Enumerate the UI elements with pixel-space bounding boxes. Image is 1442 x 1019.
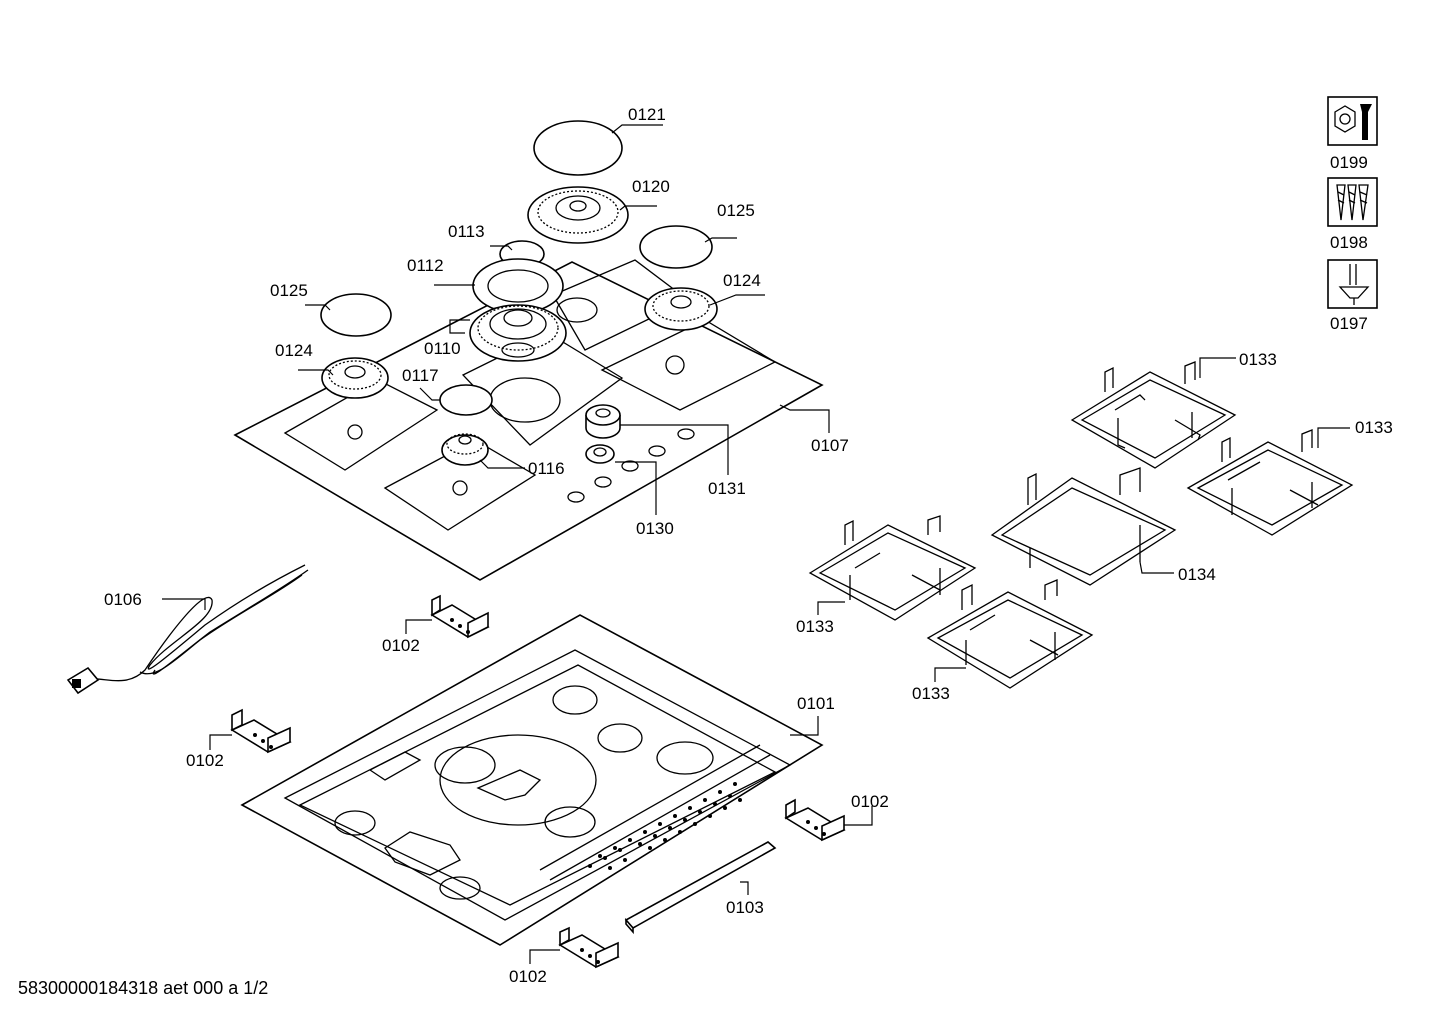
accessory-icon-0199[interactable] <box>1327 96 1378 146</box>
burner-head-0124-right[interactable] <box>644 287 718 331</box>
label-0125: 0125 <box>717 201 755 220</box>
accessory-icon-0197[interactable] <box>1327 259 1378 309</box>
burner-head-0124-left[interactable] <box>321 357 389 399</box>
mounting-clamp-bottom[interactable] <box>558 926 620 969</box>
pan-support-0133-left[interactable] <box>808 515 977 621</box>
label-0113: 0113 <box>448 222 485 241</box>
power-cable-0106[interactable] <box>66 564 309 695</box>
knob-ring-0130[interactable] <box>585 444 615 464</box>
burner-head-0110[interactable] <box>469 304 567 362</box>
pan-support-0133-right[interactable] <box>1186 429 1354 536</box>
label-0133: 0133 <box>912 684 950 703</box>
label-0124: 0124 <box>275 341 313 360</box>
label-0106: 0106 <box>104 590 142 609</box>
burner-cap-0117[interactable] <box>439 384 493 416</box>
mounting-clamp-left[interactable] <box>230 708 292 754</box>
pan-support-0133-top[interactable] <box>1070 361 1237 469</box>
label-0197: 0197 <box>1330 314 1368 333</box>
label-0125: 0125 <box>270 281 308 300</box>
seal-strip-0103[interactable] <box>624 841 777 935</box>
document-id-footer: 58300000184318 aet 000 a 1/2 <box>18 978 269 998</box>
bottom-housing-tray[interactable] <box>240 614 824 946</box>
pan-support-0133-bottom[interactable] <box>926 579 1094 689</box>
label-0117: 0117 <box>402 366 439 385</box>
part-labels: 0121 0120 0125 0113 0112 0124 0125 0110 … <box>104 105 1393 986</box>
label-0130: 0130 <box>636 519 674 538</box>
label-0102: 0102 <box>382 636 420 655</box>
label-0124: 0124 <box>723 271 761 290</box>
label-0110: 0110 <box>424 339 461 358</box>
label-0103: 0103 <box>726 898 764 917</box>
burner-head-0120[interactable] <box>527 186 629 244</box>
burner-cap-0125-right[interactable] <box>639 225 713 269</box>
label-0133: 0133 <box>796 617 834 636</box>
label-0133: 0133 <box>1355 418 1393 437</box>
burner-head-0116[interactable] <box>441 433 489 466</box>
label-0198: 0198 <box>1330 233 1368 252</box>
mounting-clamp-right[interactable] <box>784 798 846 842</box>
label-0101: 0101 <box>797 694 835 713</box>
label-0102: 0102 <box>186 751 224 770</box>
label-0112: 0112 <box>407 256 444 275</box>
label-0102: 0102 <box>509 967 547 986</box>
mounting-clamp-top[interactable] <box>430 594 490 639</box>
label-0116: 0116 <box>528 459 565 478</box>
label-0133: 0133 <box>1239 350 1277 369</box>
label-0134: 0134 <box>1178 565 1216 584</box>
label-0107: 0107 <box>811 436 849 455</box>
control-knob-0131[interactable] <box>585 404 621 439</box>
pan-support-0134-center[interactable] <box>990 467 1177 586</box>
label-0102: 0102 <box>851 792 889 811</box>
label-0120: 0120 <box>632 177 670 196</box>
label-0121: 0121 <box>628 105 666 124</box>
burner-cap-0125-left[interactable] <box>320 293 392 337</box>
accessory-icon-0198[interactable] <box>1327 177 1378 227</box>
burner-cap-0121[interactable] <box>533 120 623 176</box>
leader-lines <box>162 124 1350 964</box>
label-0131: 0131 <box>708 479 746 498</box>
label-0199: 0199 <box>1330 153 1368 172</box>
